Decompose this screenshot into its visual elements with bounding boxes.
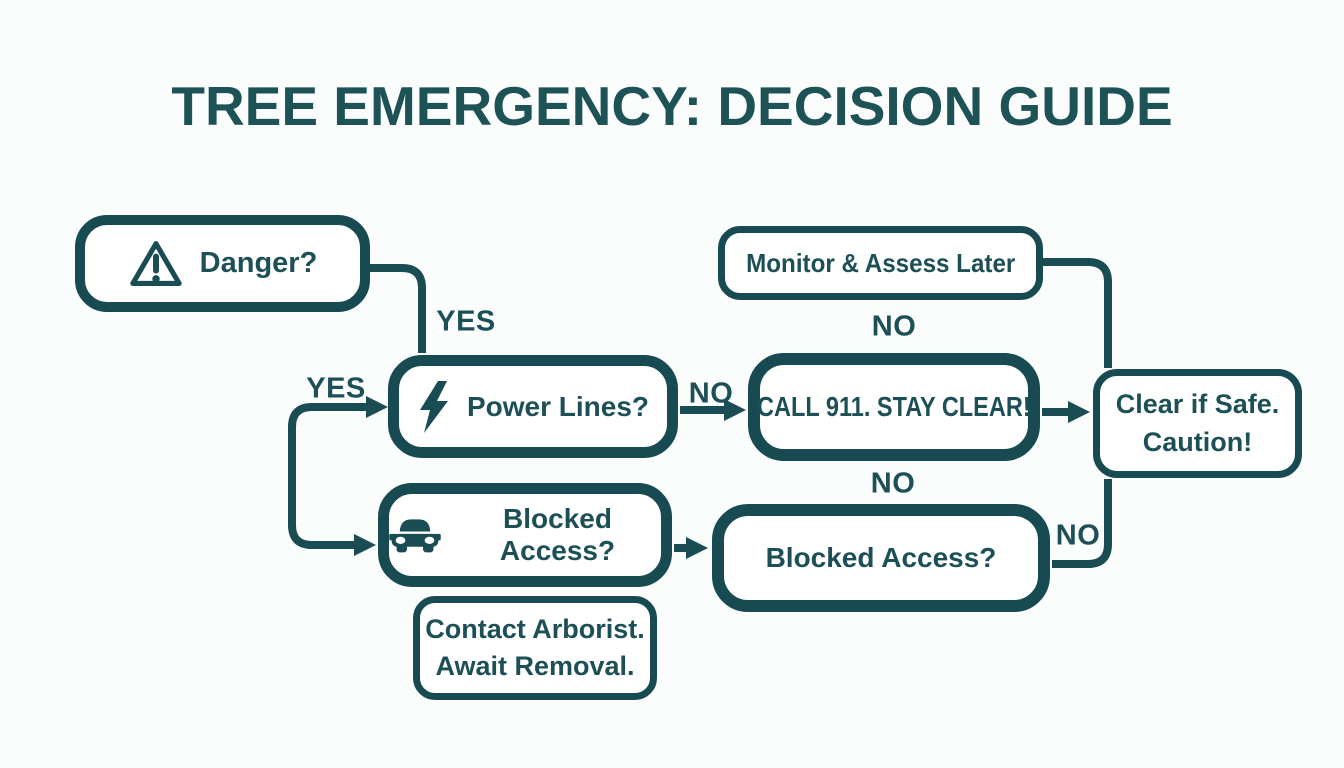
edge-label-danger-yes: YES xyxy=(436,305,496,338)
node-call-911: CALL 911. STAY CLEAR! xyxy=(748,353,1040,461)
node-blocked-access: Blocked Access? xyxy=(712,504,1050,612)
edge-left-branch xyxy=(288,403,366,549)
node-label-line1: Contact Arborist. xyxy=(425,613,645,644)
node-label: Blocked Access? xyxy=(765,542,997,573)
node-label: Blocked Access? xyxy=(499,503,616,566)
node-label-line2: Await Removal. xyxy=(435,651,635,681)
node-monitor-assess: Monitor & Assess Later xyxy=(718,226,1043,300)
node-blocked-access-vehicle: Blocked Access? xyxy=(378,483,672,587)
warning-triangle-icon xyxy=(128,239,184,289)
arrowhead xyxy=(366,396,388,418)
edge-label-call-911-no: NO xyxy=(870,467,916,500)
edge-monitor-down xyxy=(1041,258,1112,368)
car-icon xyxy=(389,517,441,554)
node-label-line1: Clear if Safe. xyxy=(1115,389,1280,420)
node-danger: Danger? xyxy=(75,215,370,312)
arrowhead xyxy=(1068,401,1090,423)
edge-label-power-lines-no: NO xyxy=(688,377,734,410)
arrowhead xyxy=(686,537,708,559)
node-clear-if-safe: Clear if Safe. Caution! xyxy=(1093,369,1302,478)
node-power-lines: Power Lines? xyxy=(388,355,678,458)
edge-label-blocked-access-no: NO xyxy=(1055,519,1101,552)
edge-label-left-branch-yes: YES xyxy=(306,372,366,405)
node-label: Danger? xyxy=(199,247,318,279)
edge-danger-to-power xyxy=(366,264,426,353)
edge-label-monitor-no: NO xyxy=(871,310,917,343)
arrowhead xyxy=(354,534,376,556)
lightning-bolt-icon xyxy=(417,380,451,433)
node-contact-arborist: Contact Arborist. Await Removal. xyxy=(413,596,657,700)
arrowhead xyxy=(724,399,746,421)
node-label-line2: Caution! xyxy=(1142,426,1253,457)
node-label: CALL 911. STAY CLEAR! xyxy=(757,391,1031,422)
page-title: TREE EMERGENCY: DECISION GUIDE xyxy=(171,75,1173,137)
edge-clear-to-blocked xyxy=(1052,479,1112,568)
node-label: Power Lines? xyxy=(466,390,650,422)
node-label: Monitor & Assess Later xyxy=(745,247,1016,278)
